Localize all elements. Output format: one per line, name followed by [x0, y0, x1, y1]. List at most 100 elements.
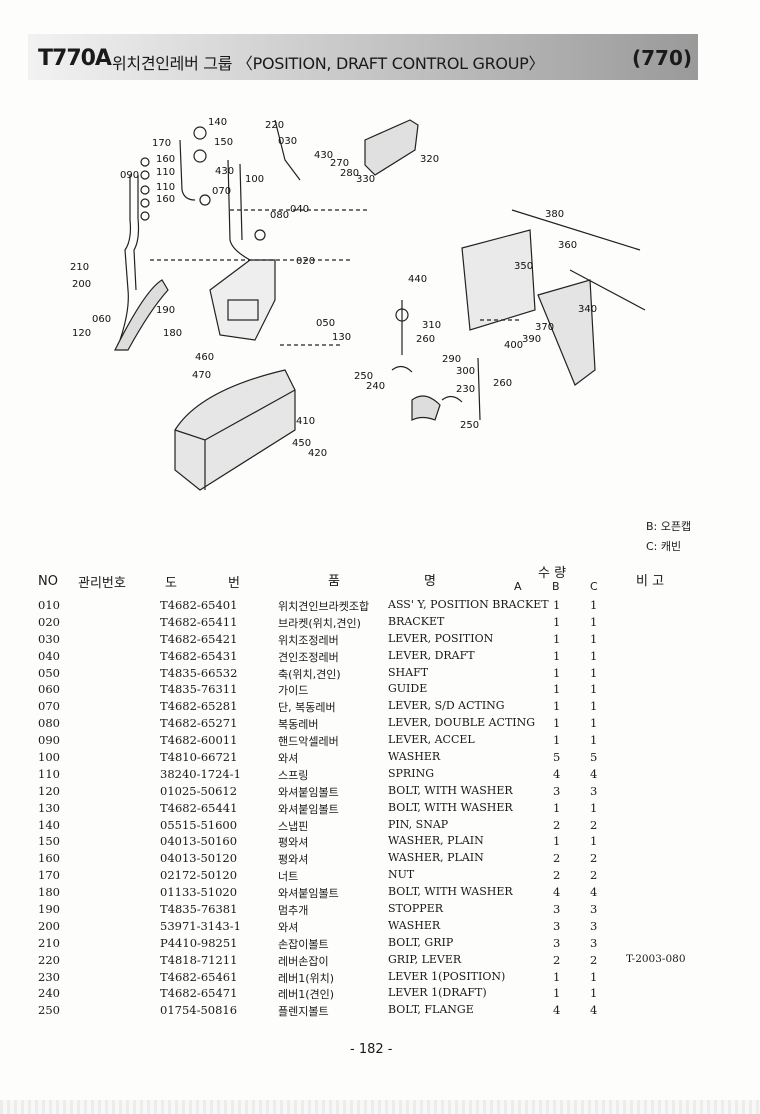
callout-label: 430 [314, 150, 333, 161]
cell-kor: 와셔붙임볼트 [278, 785, 339, 799]
cell-a: 2 [553, 952, 561, 967]
cell-a: 3 [553, 902, 561, 917]
cell-eng: SPRING [388, 766, 434, 780]
callout-label: 210 [70, 262, 89, 273]
callout-label: 140 [208, 117, 227, 128]
cell-c: 3 [590, 935, 598, 950]
callout-label: 400 [504, 340, 523, 351]
cell-part: T4682-65461 [160, 969, 238, 984]
callout-label: 170 [152, 138, 171, 149]
callout-label: 220 [265, 120, 284, 131]
callout-label: 350 [514, 261, 533, 272]
cell-eng: ASS' Y, POSITION BRACKET [388, 598, 549, 611]
cell-a: 5 [553, 750, 561, 765]
cell-eng: BRACKET [388, 614, 445, 628]
callout-label: 100 [245, 174, 264, 185]
cell-kor: 와셔붙임볼트 [278, 887, 339, 901]
callout-label: 280 [340, 168, 359, 179]
cell-no: 050 [38, 665, 60, 680]
callout-label: 410 [296, 416, 315, 427]
cell-no: 020 [38, 614, 60, 629]
cell-no: 030 [38, 631, 60, 646]
cell-a: 1 [553, 598, 561, 612]
cell-no: 040 [38, 648, 60, 663]
callout-label: 130 [332, 332, 351, 343]
cell-eng: WASHER, PLAIN [388, 851, 484, 865]
cell-a: 1 [553, 614, 561, 629]
header-no: NO [38, 574, 58, 589]
callout-label: 090 [120, 170, 139, 181]
cell-kor: 레버손잡이 [278, 954, 329, 968]
exploded-parts-diagram: 140 220 170 150 030 160 090 430 110 430 … [70, 117, 646, 491]
cell-a: 1 [553, 631, 561, 646]
cell-kor: 너트 [278, 870, 299, 884]
cell-part: T4835-66532 [160, 665, 238, 680]
title-banner [28, 34, 698, 80]
callout-label: 460 [195, 352, 214, 363]
header-c: C [590, 580, 598, 593]
group-code: (770) [632, 46, 693, 70]
cell-c: 4 [590, 1003, 598, 1018]
diagram-linework [114, 119, 646, 491]
header-b: B [552, 580, 560, 593]
cell-eng: LEVER, POSITION [388, 631, 494, 645]
callout-label: 360 [558, 240, 577, 251]
cell-part: 01133-51020 [160, 885, 238, 900]
cell-kor: 와셔붙임볼트 [278, 802, 339, 816]
cell-part: 04013-50120 [160, 851, 238, 866]
cell-eng: LEVER, DRAFT [388, 648, 475, 662]
cell-part: T4682-65401 [160, 598, 238, 612]
cell-no: 160 [38, 851, 60, 866]
callout-label: 200 [72, 279, 91, 290]
cell-c: 1 [590, 614, 598, 629]
callout-label: 300 [456, 366, 475, 377]
cell-c: 1 [590, 733, 598, 748]
cell-kor: 스냅핀 [278, 819, 309, 833]
cell-eng: LEVER 1(DRAFT) [388, 986, 487, 1000]
cell-no: 010 [38, 598, 60, 612]
callout-label: 270 [330, 158, 349, 169]
cell-eng: GUIDE [388, 682, 428, 696]
callout-label: 120 [72, 328, 91, 339]
header-a: A [514, 580, 522, 593]
cell-part: 38240-1724-1 [160, 766, 241, 781]
cell-a: 1 [553, 716, 561, 731]
scan-edge [0, 1100, 760, 1114]
header-myeong: 명 [424, 574, 436, 589]
cell-eng: BOLT, WITH WASHER [388, 800, 513, 814]
callout-label: 110 [156, 182, 175, 193]
cell-no: 240 [38, 986, 60, 1001]
cell-no: 110 [38, 766, 60, 781]
cell-kor: 축(위치,견인) [278, 667, 341, 681]
cell-kor: 견인조정레버 [278, 650, 339, 664]
cell-eng: WASHER [388, 750, 441, 764]
callout-label: 250 [460, 420, 479, 431]
cell-eng: SHAFT [388, 665, 429, 679]
cell-eng: GRIP, LEVER [388, 952, 462, 966]
cell-c: 1 [590, 631, 598, 646]
cell-no: 070 [38, 699, 60, 714]
cell-part: P4410-98251 [160, 935, 238, 950]
cell-a: 3 [553, 935, 561, 950]
cell-a: 4 [553, 1003, 561, 1018]
cell-part: T4682-65471 [160, 986, 238, 1001]
cell-kor: 평와셔 [278, 836, 309, 850]
cell-c: 2 [590, 868, 598, 883]
cell-part: T4682-65431 [160, 648, 238, 663]
cell-part: T4810-66721 [160, 750, 238, 765]
page-number: - 182 - [350, 1042, 393, 1057]
header-bun: 번 [228, 576, 240, 591]
cell-c: 4 [590, 885, 598, 900]
cell-part: T4682-65441 [160, 800, 238, 815]
cell-c: 1 [590, 969, 598, 984]
cell-a: 2 [553, 817, 561, 832]
